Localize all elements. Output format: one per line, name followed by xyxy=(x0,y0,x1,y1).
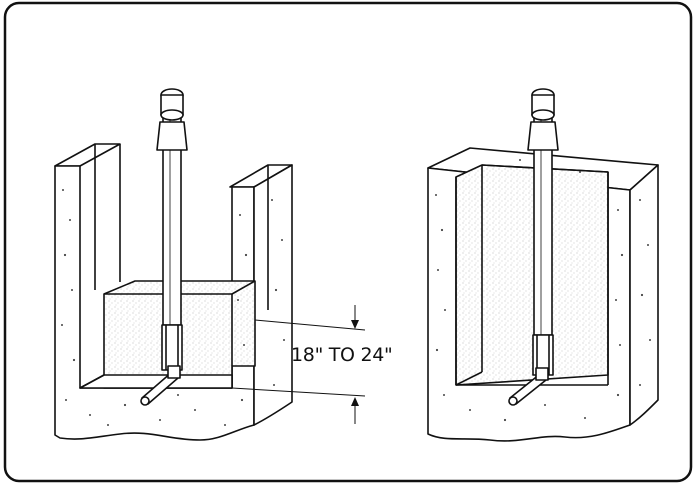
right-wall-side xyxy=(253,164,293,426)
right-fill-area xyxy=(455,164,609,386)
left-hole-illustration xyxy=(54,88,366,441)
left-concrete-speckles xyxy=(61,189,285,426)
left-clamp xyxy=(156,121,188,151)
right-concrete-speckles xyxy=(435,159,651,422)
arrow-up-icon xyxy=(351,397,359,406)
right-block-side xyxy=(629,164,659,426)
right-clamp xyxy=(527,121,559,151)
right-hole-illustration xyxy=(427,88,659,442)
left-ground-rod xyxy=(140,88,188,406)
depth-dimension-label: 18" TO 24" xyxy=(291,344,393,366)
right-ground-rod xyxy=(508,88,559,406)
left-coupling xyxy=(161,324,183,371)
arrow-down-icon xyxy=(351,320,359,329)
